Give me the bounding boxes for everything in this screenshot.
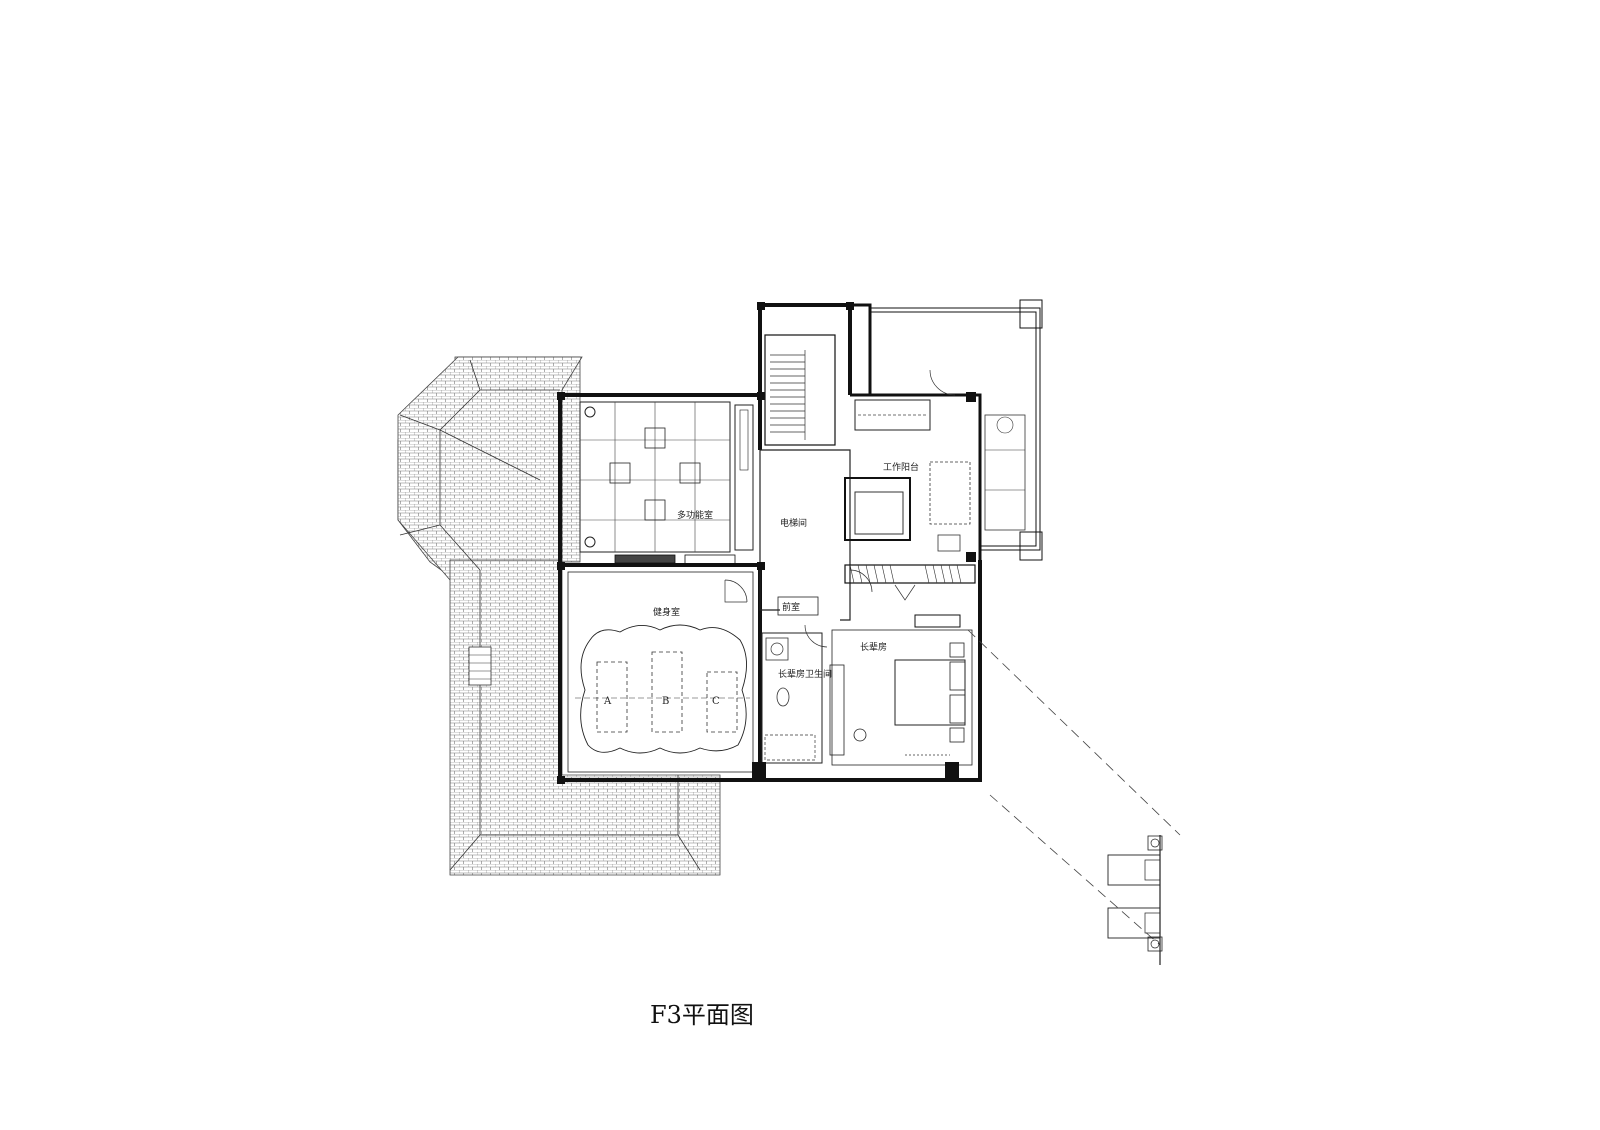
label-multipurpose: 多功能室 (677, 509, 713, 521)
grid-mark-c: C (712, 696, 720, 707)
roof-ridge-lines (399, 359, 701, 871)
structural-columns (557, 302, 976, 784)
gym-mat-outline (580, 624, 747, 754)
projection-lines (967, 629, 1181, 946)
guest-bedroom: 长辈房 (829, 629, 973, 766)
grid-mark-a: A (603, 696, 612, 707)
label-guest-bath: 长辈房卫生间 (778, 668, 832, 680)
label-guest-bedroom: 长辈房 (860, 641, 887, 653)
stair-well (764, 334, 836, 446)
wardrobe-band (844, 564, 976, 628)
roof-vent (468, 646, 492, 686)
multipurpose-room: 多功能室 (579, 401, 754, 553)
door-swings (724, 369, 956, 648)
label-anteroom: 前室 (782, 601, 800, 613)
grid-mark-b: B (662, 696, 669, 707)
elevator-hall: 电梯间 前室 (759, 449, 851, 621)
gym-room: 健身室 A B C (567, 554, 754, 773)
building-walls (558, 299, 1043, 782)
drawing-caption: F3平面图 (650, 1001, 754, 1029)
roof-area (397, 356, 721, 876)
stair-treads (770, 350, 806, 440)
guest-bathroom: 长辈房卫生间 (761, 632, 832, 764)
roof-west-tiles (397, 356, 583, 581)
label-work-balcony: 工作阳台 (883, 461, 919, 473)
detail-furniture (1107, 835, 1163, 965)
label-gym: 健身室 (653, 606, 680, 618)
east-terrace-rail (870, 307, 1041, 551)
work-balcony: 工作阳台 (844, 399, 1026, 552)
label-elevator-hall: 电梯间 (780, 517, 807, 529)
